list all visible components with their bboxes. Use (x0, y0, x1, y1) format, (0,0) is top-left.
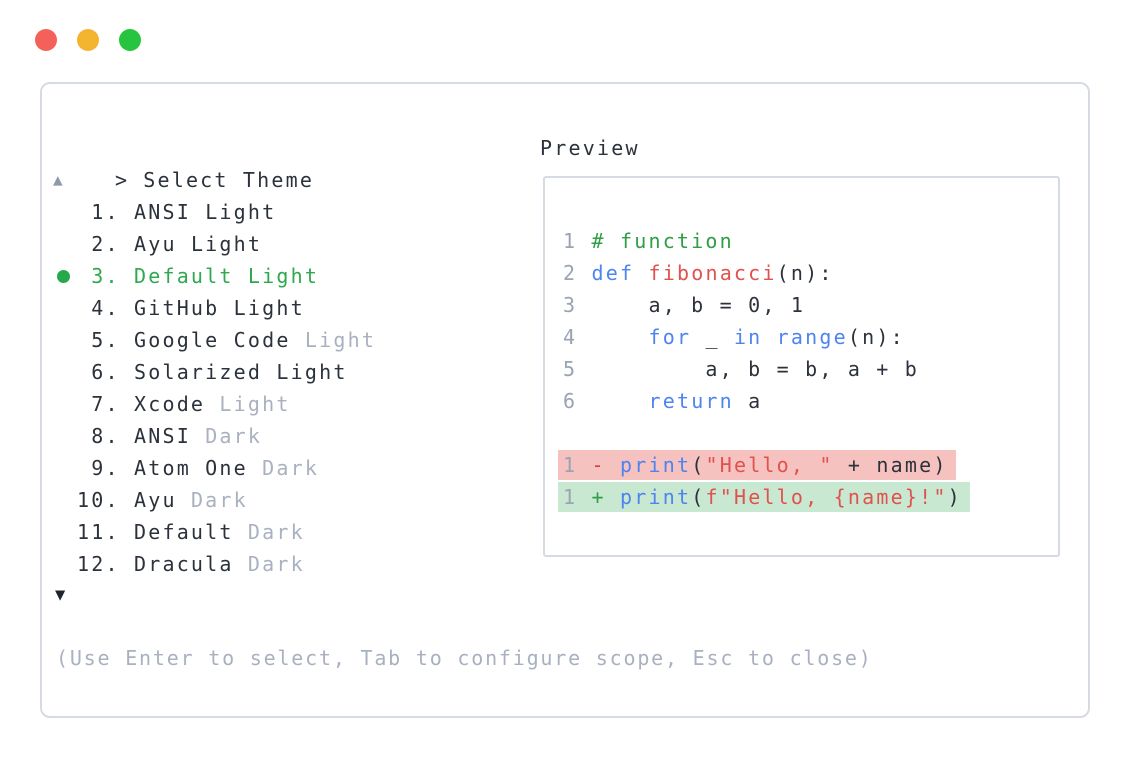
theme-option-variant: Light (304, 328, 377, 352)
diff-highlight: 1 + print(f"Hello, {name}!") (558, 482, 970, 512)
theme-option-11-default-dark[interactable]: 11. Default Dark (77, 516, 376, 548)
scroll-down-icon[interactable]: ▼ (55, 585, 66, 605)
code-line: 5 a, b = b, a + b (563, 357, 920, 381)
theme-list: 1. ANSI Light 2. Ayu Light 3. Default Li… (57, 196, 376, 580)
theme-option-name: ANSI (133, 424, 206, 448)
select-theme-header: > Select Theme (58, 132, 314, 228)
theme-option-variant: Light (205, 200, 277, 224)
code-line: 4 for _ in range(n): (563, 325, 905, 349)
theme-option-variant: Light (219, 392, 291, 416)
code-line: 1 # function (563, 229, 734, 253)
theme-option-variant: Dark (247, 520, 305, 544)
theme-option-name: Atom One (133, 456, 263, 480)
scroll-up-icon[interactable]: ▲ (53, 170, 63, 189)
theme-option-name: Google Code (133, 328, 305, 352)
diff-line-removed: 1 - print("Hello, " + name) (558, 449, 970, 481)
theme-option-1-ansi-light[interactable]: 1. ANSI Light (77, 196, 376, 228)
theme-selector-panel: > Select Theme ▲ 1. ANSI Light 2. Ayu Lig… (40, 82, 1090, 718)
theme-option-name: GitHub (133, 296, 234, 320)
theme-option-7-xcode-light[interactable]: 7. Xcode Light (77, 388, 376, 420)
theme-option-name: Default (133, 520, 248, 544)
preview-box: 1 # function 2 def fibonacci(n): 3 a, b = … (543, 176, 1060, 557)
theme-option-name: Ayu (133, 232, 191, 256)
theme-option-number: 12. (77, 552, 134, 576)
theme-option-variant: Light (247, 264, 320, 288)
theme-option-number: 9. (77, 456, 134, 480)
theme-option-number: 1. (77, 200, 134, 224)
theme-option-3-default-light[interactable]: 3. Default Light (57, 260, 376, 292)
code-line: 6 return a (563, 389, 763, 413)
theme-option-name: Default (133, 264, 248, 288)
theme-option-9-atom-one-dark[interactable]: 9. Atom One Dark (77, 452, 376, 484)
theme-option-variant: Light (233, 296, 305, 320)
minimize-window-button[interactable] (77, 29, 99, 51)
prompt-caret: > (114, 168, 130, 192)
page-title: Select Theme (143, 168, 315, 192)
preview-label: Preview (540, 136, 640, 160)
theme-option-variant: Light (190, 232, 263, 256)
selected-theme-marker-icon (57, 270, 70, 283)
theme-option-number: 4. (77, 296, 134, 320)
theme-option-12-dracula-dark[interactable]: 12. Dracula Dark (77, 548, 376, 580)
window-controls (35, 29, 161, 51)
theme-option-name: Solarized (133, 360, 277, 384)
theme-option-8-ansi-dark[interactable]: 8. ANSI Dark (77, 420, 376, 452)
theme-option-variant: Dark (205, 424, 263, 448)
theme-option-10-ayu-dark[interactable]: 10. Ayu Dark (77, 484, 376, 516)
theme-option-name: Dracula (133, 552, 248, 576)
theme-option-name: Ayu (133, 488, 191, 512)
code-line: 2 def fibonacci(n): (563, 261, 834, 285)
theme-option-number: 7. (77, 392, 134, 416)
theme-option-name: ANSI (133, 200, 206, 224)
theme-option-number: 11. (77, 520, 134, 544)
code-line: 3 a, b = 0, 1 (563, 293, 806, 317)
theme-option-number: 10. (77, 488, 134, 512)
theme-option-number: 3. (77, 264, 134, 288)
diff-line-added: 1 + print(f"Hello, {name}!") (558, 481, 970, 513)
theme-option-4-github-light[interactable]: 4. GitHub Light (77, 292, 376, 324)
theme-option-number: 6. (77, 360, 134, 384)
theme-option-6-solarized-light[interactable]: 6. Solarized Light (77, 356, 376, 388)
theme-option-number: 8. (77, 424, 134, 448)
theme-option-variant: Dark (262, 456, 320, 480)
theme-option-number: 2. (77, 232, 134, 256)
theme-option-variant: Dark (247, 552, 305, 576)
diff-highlight: 1 - print("Hello, " + name) (558, 450, 956, 480)
theme-option-variant: Dark (190, 488, 248, 512)
footer-hint: (Use Enter to select, Tab to configure s… (56, 646, 873, 670)
preview-code: 1 # function 2 def fibonacci(n): 3 a, b = … (558, 225, 970, 513)
theme-option-5-google-code-light[interactable]: 5. Google Code Light (77, 324, 376, 356)
close-window-button[interactable] (35, 29, 57, 51)
theme-option-name: Xcode (133, 392, 220, 416)
zoom-window-button[interactable] (119, 29, 141, 51)
code-line (563, 417, 970, 449)
theme-option-variant: Light (276, 360, 348, 384)
theme-option-2-ayu-light[interactable]: 2. Ayu Light (77, 228, 376, 260)
theme-option-number: 5. (77, 328, 134, 352)
